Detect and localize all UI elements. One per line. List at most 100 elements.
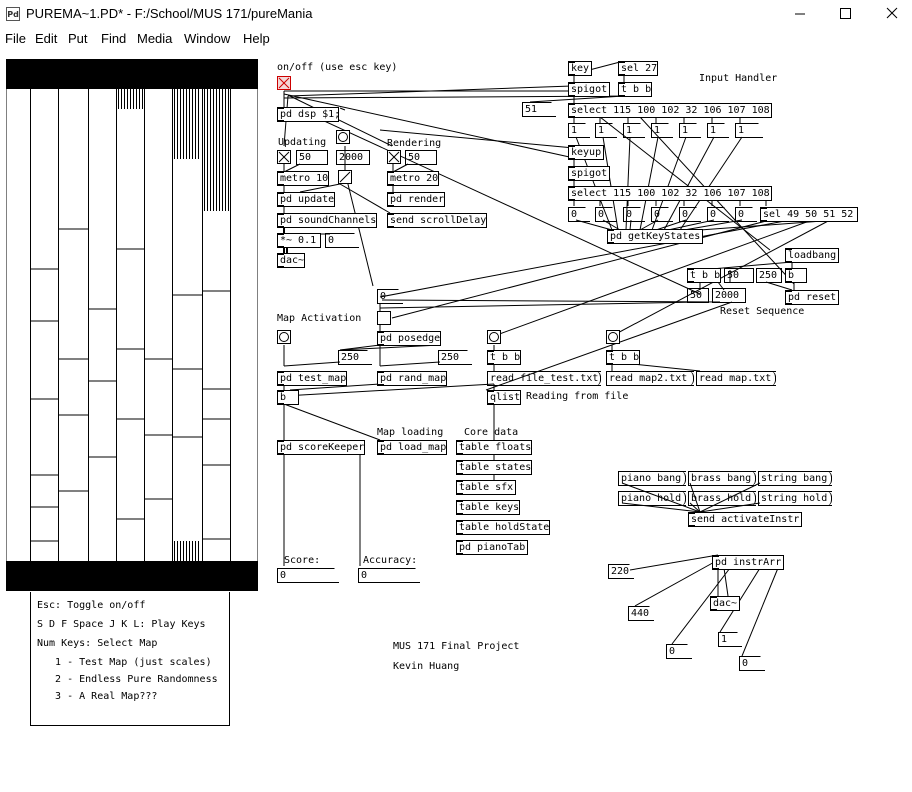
trigger-object[interactable]: t b b (687, 268, 721, 283)
number-box[interactable]: 2000 (712, 288, 746, 303)
pd-update-object[interactable]: pd update (277, 192, 335, 207)
number-box[interactable]: 0 (666, 644, 692, 659)
bang-button[interactable] (336, 130, 350, 144)
key-state-number[interactable]: 1 (679, 123, 701, 138)
table-holdstate-object[interactable]: table holdState (456, 520, 550, 535)
trigger-object[interactable]: t b b (606, 350, 640, 365)
menu-help[interactable]: Help (243, 31, 270, 46)
number-box[interactable]: 250 (438, 350, 472, 365)
read-map2-message[interactable]: read map2.txt (606, 371, 694, 386)
pd-dsp-message[interactable]: pd dsp $1; (277, 107, 340, 122)
pd-scorekeeper-object[interactable]: pd scoreKeeper (277, 440, 365, 455)
key-state-number[interactable]: 1 (651, 123, 673, 138)
key-state-number[interactable]: 1 (623, 123, 645, 138)
table-sfx-object[interactable]: table sfx (456, 480, 516, 495)
pd-render-object[interactable]: pd render (387, 192, 445, 207)
bang-object[interactable]: b (277, 390, 299, 405)
key-state-number[interactable]: 0 (651, 207, 673, 222)
close-button[interactable] (868, 0, 912, 28)
onoff-toggle[interactable] (277, 76, 291, 90)
pd-reset-object[interactable]: pd reset (785, 290, 839, 305)
string-bang-message[interactable]: string bang (758, 471, 832, 486)
menu-edit[interactable]: Edit (35, 31, 58, 46)
table-keys-object[interactable]: table keys (456, 500, 520, 515)
read-map2-bang[interactable] (606, 330, 620, 344)
pd-rand-map-object[interactable]: pd rand_map (377, 371, 447, 386)
metro-10-object[interactable]: metro 10 (277, 171, 329, 186)
spigot-object[interactable]: spigot (568, 82, 610, 97)
score-number[interactable]: 0 (277, 568, 339, 583)
table-floats-object[interactable]: table floats (456, 440, 532, 455)
scroll-toggle[interactable] (338, 170, 352, 184)
select-keyup-object[interactable]: select 115 100 102 32 106 107 108 (568, 186, 772, 201)
string-hold-message[interactable]: string hold (758, 491, 832, 506)
send-scrolldelay-object[interactable]: send scrollDelay (387, 213, 487, 228)
pd-instrarr-object[interactable]: pd instrArr (712, 555, 784, 570)
sel-27-object[interactable]: sel 27 (618, 61, 658, 76)
menu-put[interactable]: Put (68, 31, 88, 46)
send-activateinstr-object[interactable]: send activateInstr (688, 512, 802, 527)
menu-file[interactable]: File (5, 31, 26, 46)
keyup-object[interactable]: keyup (568, 145, 604, 160)
key-state-number[interactable]: 1 (707, 123, 729, 138)
number-box[interactable]: 0 (325, 233, 359, 248)
select-keys-object[interactable]: select 115 100 102 32 106 107 108 (568, 103, 772, 118)
key-state-number[interactable]: 1 (735, 123, 763, 138)
number-box[interactable]: 50 (296, 150, 328, 165)
updating-toggle[interactable] (277, 150, 291, 164)
read-file-bang[interactable] (487, 330, 501, 344)
sel-numkeys-object[interactable]: sel 49 50 51 52 (760, 207, 858, 222)
map-activation-bang[interactable] (277, 330, 291, 344)
number-box[interactable]: 1 (718, 632, 742, 647)
map-toggle[interactable] (377, 311, 391, 325)
patch-canvas[interactable]: Esc: Toggle on/off S D F Space J K L: Pl… (0, 50, 912, 792)
number-box[interactable]: 50 (405, 150, 437, 165)
key-state-number[interactable]: 0 (568, 207, 590, 222)
qlist-object[interactable]: qlist (487, 390, 521, 405)
pd-load-map-object[interactable]: pd load_map (377, 440, 447, 455)
key-state-number[interactable]: 0 (679, 207, 701, 222)
rendering-toggle[interactable] (387, 150, 401, 164)
key-state-number[interactable]: 0 (707, 207, 729, 222)
loadbang-object[interactable]: loadbang (785, 248, 839, 263)
key-state-number[interactable]: 0 (623, 207, 645, 222)
bang-object[interactable]: b (785, 268, 807, 283)
minimize-button[interactable] (776, 0, 822, 28)
metro-20-object[interactable]: metro 20 (387, 171, 439, 186)
accuracy-number[interactable]: 0 (358, 568, 420, 583)
spigot-object[interactable]: spigot (568, 166, 610, 181)
number-box[interactable]: 250 (338, 350, 372, 365)
maximize-button[interactable] (822, 0, 868, 28)
piano-bang-message[interactable]: piano bang (618, 471, 686, 486)
dac-object[interactable]: dac~ (277, 253, 305, 268)
key-state-number[interactable]: 0 (595, 207, 617, 222)
menu-media[interactable]: Media (137, 31, 173, 46)
pd-getkeystates-object[interactable]: pd getKeyStates (607, 229, 703, 244)
number-box[interactable]: 50 (724, 268, 754, 283)
pd-test-map-object[interactable]: pd test_map (277, 371, 347, 386)
brass-hold-message[interactable]: brass hold (688, 491, 756, 506)
pd-pianotab-object[interactable]: pd pianoTab (456, 540, 528, 555)
number-box[interactable]: 51 (522, 102, 556, 117)
number-box[interactable]: 250 (756, 268, 782, 283)
number-box[interactable]: 2000 (336, 150, 370, 165)
read-file-test-message[interactable]: read file_test.txt (487, 371, 601, 386)
number-box[interactable]: 0 (377, 289, 403, 304)
menu-window[interactable]: Window (184, 31, 231, 46)
trigger-object[interactable]: t b b (618, 82, 652, 97)
dac-object[interactable]: dac~ (710, 596, 740, 611)
multiply-signal-object[interactable]: *~ 0.1 (277, 233, 321, 248)
table-states-object[interactable]: table states (456, 460, 532, 475)
brass-bang-message[interactable]: brass bang (688, 471, 756, 486)
key-state-number[interactable]: 1 (568, 123, 590, 138)
number-box[interactable]: 220 (608, 564, 634, 579)
trigger-object[interactable]: t b b (487, 350, 521, 365)
number-box[interactable]: 50 (687, 288, 709, 303)
key-state-number[interactable]: 1 (595, 123, 617, 138)
pd-soundchannels-object[interactable]: pd soundChannels (277, 213, 377, 228)
key-state-number[interactable]: 0 (735, 207, 757, 222)
number-box[interactable]: 0 (739, 656, 765, 671)
pd-posedge-object[interactable]: pd posedge (377, 331, 441, 346)
read-map-message[interactable]: read map.txt (696, 371, 776, 386)
piano-hold-message[interactable]: piano hold (618, 491, 686, 506)
